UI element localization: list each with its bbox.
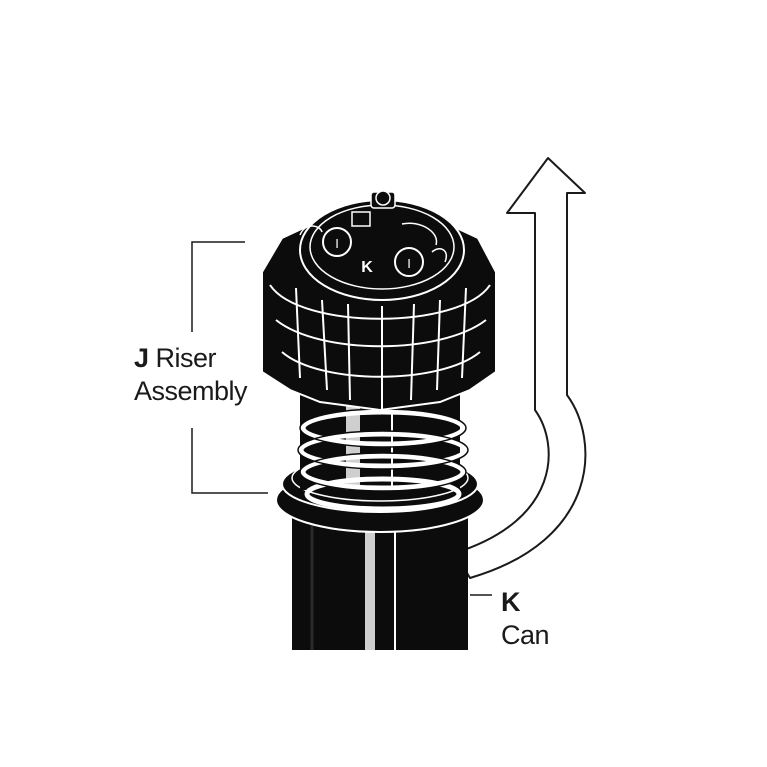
can-body [292, 505, 468, 650]
riser-bracket [191, 241, 245, 332]
riser-line1: Riser [155, 343, 217, 373]
flow-arrow [454, 157, 587, 579]
can-letter: K [501, 587, 521, 617]
cap-mark-center: K [361, 259, 373, 276]
riser-letter: J [134, 343, 149, 373]
cap-mark-right: I [407, 256, 411, 271]
cap-top [299, 190, 465, 301]
riser-assembly-label: J Riser Assembly [134, 342, 248, 408]
can-line2: Can [501, 620, 550, 650]
cap-mark-left: I [335, 236, 339, 251]
riser-bracket-lower [191, 428, 268, 494]
spring [298, 409, 468, 512]
riser-line2: Assembly [134, 376, 248, 406]
can-label: K Can [501, 586, 550, 652]
